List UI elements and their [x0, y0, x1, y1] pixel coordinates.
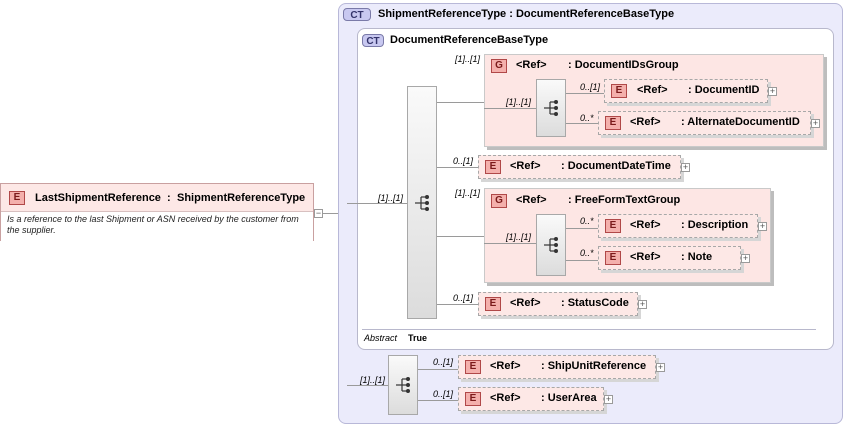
element-badge: E: [9, 191, 25, 205]
occurrence-label: 0..*: [580, 248, 594, 258]
group-name: : DocumentIDsGroup: [568, 59, 679, 71]
element-document-id[interactable]: [604, 79, 768, 103]
element-status-code[interactable]: [478, 292, 638, 316]
occurrence-label: 0..[1]: [433, 389, 454, 399]
expand-icon[interactable]: +: [768, 86, 777, 96]
expand-icon[interactable]: +: [638, 299, 647, 309]
element-name: : DocumentID: [688, 84, 760, 96]
element-description[interactable]: [598, 214, 758, 238]
element-badge: E: [611, 84, 627, 98]
abstract-value: True: [408, 333, 428, 343]
ref-label: <Ref>: [637, 84, 668, 96]
sequence-icon: [544, 100, 558, 116]
expand-icon[interactable]: +: [758, 221, 767, 231]
expand-icon[interactable]: +: [604, 394, 613, 404]
ref-label: <Ref>: [630, 251, 661, 263]
group-badge: G: [491, 194, 507, 208]
occurrence-label: [1]..[1]: [455, 54, 481, 64]
expand-icon[interactable]: +: [656, 362, 665, 372]
element-name: : Note: [681, 251, 713, 263]
occurrence-label: 0..[1]: [580, 82, 601, 92]
type-separator: :: [167, 192, 171, 204]
element-document-date-time[interactable]: [478, 155, 681, 179]
element-badge: E: [605, 116, 621, 130]
occurrence-label: 0..[1]: [433, 357, 454, 367]
outer-type-title: ShipmentReferenceType : DocumentReferenc…: [378, 8, 675, 20]
element-badge: E: [605, 251, 621, 265]
occurrence-label: [1]..[1]: [506, 97, 532, 107]
root-element-name: LastShipmentReference: [35, 192, 161, 204]
element-name: : StatusCode: [561, 297, 629, 309]
root-element-description: Is a reference to the last Shipment or A…: [7, 214, 299, 235]
occurrence-label: [1]..[1]: [455, 188, 481, 198]
group-name: : FreeFormTextGroup: [568, 194, 681, 206]
inner-type-title: DocumentReferenceBaseType: [390, 34, 549, 46]
element-name: : AlternateDocumentID: [681, 116, 800, 128]
element-badge: E: [485, 297, 501, 311]
abstract-label: Abstract: [364, 333, 398, 343]
element-badge: E: [485, 160, 501, 174]
ref-label: <Ref>: [510, 160, 541, 172]
ref-label: <Ref>: [630, 219, 661, 231]
element-note[interactable]: [598, 246, 741, 270]
occurrence-label: [1]..[1]: [506, 232, 532, 242]
ref-label: <Ref>: [510, 297, 541, 309]
element-badge: E: [465, 360, 481, 374]
root-element[interactable]: E LastShipmentReference : ShipmentRefere…: [0, 183, 314, 243]
occurrence-label: 0..*: [580, 216, 594, 226]
group-badge: G: [491, 59, 507, 73]
ref-label: <Ref>: [490, 360, 521, 372]
occurrence-label: 0..[1]: [453, 293, 474, 303]
complex-type-badge: CT: [362, 34, 384, 47]
element-user-area[interactable]: [458, 387, 604, 411]
complex-type-badge: CT: [343, 8, 371, 21]
element-badge: E: [465, 392, 481, 406]
element-name: : Description: [681, 219, 749, 231]
occurrence-label: [1]..[1]: [360, 375, 386, 385]
expand-icon[interactable]: +: [741, 253, 750, 263]
root-element-type: ShipmentReferenceType: [177, 192, 306, 204]
element-ship-unit-reference[interactable]: [458, 355, 656, 379]
collapse-icon[interactable]: −: [314, 208, 323, 218]
expand-icon[interactable]: +: [811, 118, 820, 128]
occurrence-label: [1]..[1]: [378, 193, 404, 203]
element-badge: E: [605, 219, 621, 233]
element-name: : ShipUnitReference: [541, 360, 647, 372]
sequence-icon: [415, 195, 429, 211]
sequence-icon: [544, 237, 558, 253]
element-name: : UserArea: [541, 392, 597, 404]
ref-label: <Ref>: [630, 116, 661, 128]
element-alternate-document-id[interactable]: [598, 111, 811, 135]
ref-label: <Ref>: [490, 392, 521, 404]
occurrence-label: 0..[1]: [453, 156, 474, 166]
expand-icon[interactable]: +: [681, 162, 690, 172]
ref-label: <Ref>: [516, 194, 547, 206]
ref-label: <Ref>: [516, 59, 547, 71]
sequence-icon: [396, 377, 410, 393]
occurrence-label: 0..*: [580, 113, 594, 123]
element-name: : DocumentDateTime: [561, 160, 671, 172]
